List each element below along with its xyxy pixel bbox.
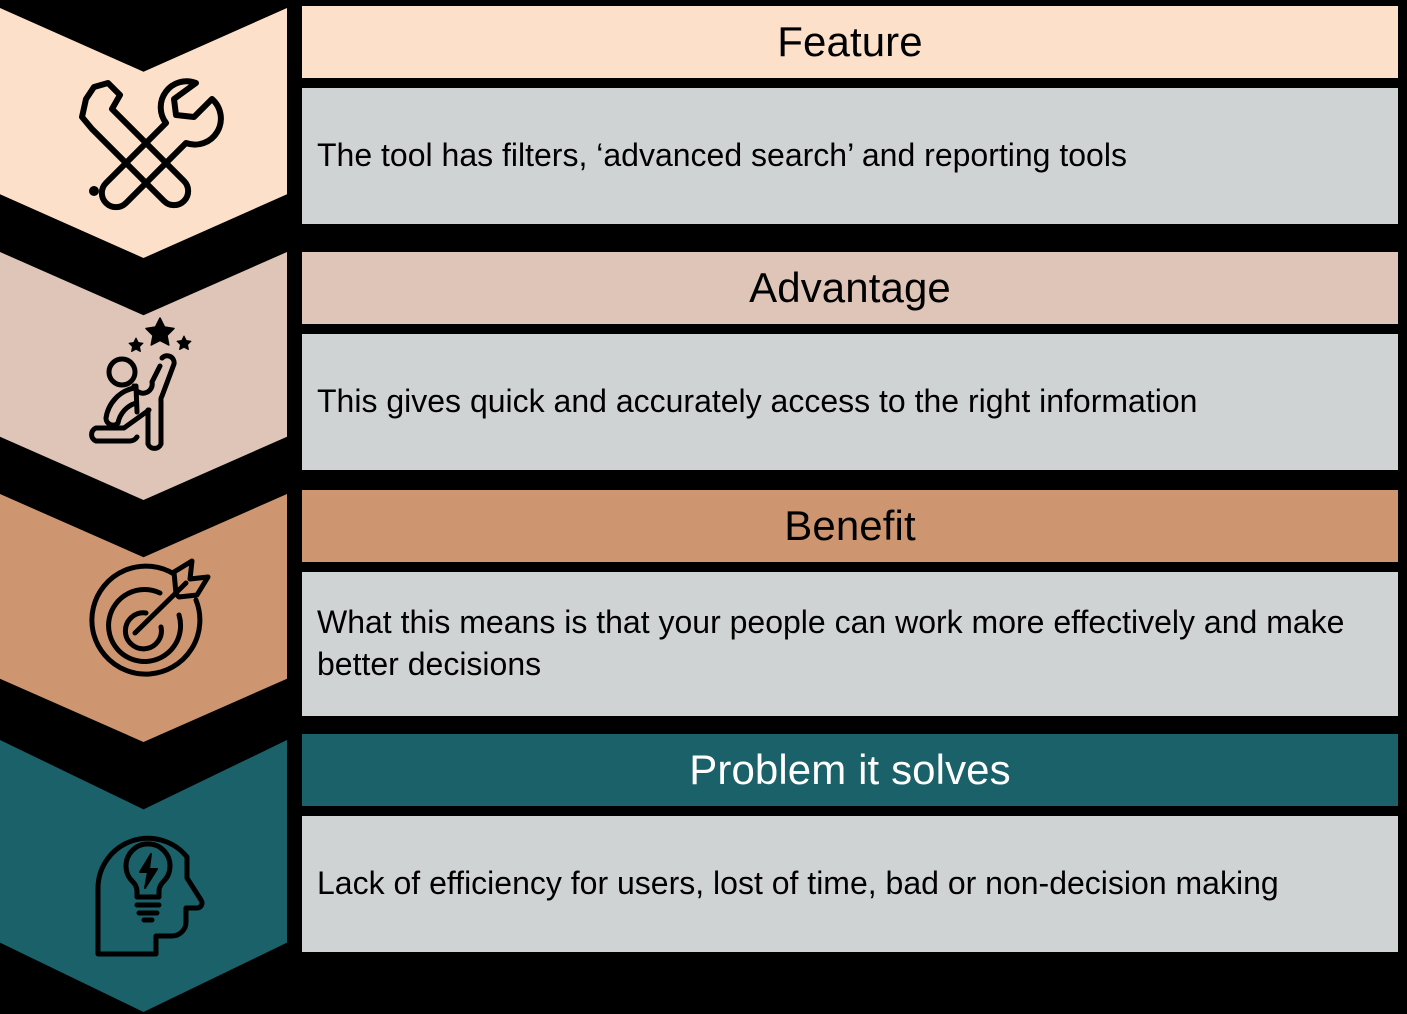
tools-icon	[64, 67, 224, 217]
chevron-benefit[interactable]	[0, 494, 287, 742]
body-benefit: What this means is that your people can …	[300, 570, 1400, 718]
chevron-column	[0, 0, 290, 1014]
header-problem-it-solves[interactable]: Problem it solves	[300, 732, 1400, 808]
target-arrow-icon	[64, 552, 224, 702]
row-advantage: Advantage This gives quick and accuratel…	[300, 250, 1400, 472]
header-advantage[interactable]: Advantage	[300, 250, 1400, 326]
row-benefit: Benefit What this means is that your peo…	[300, 488, 1400, 718]
row-feature: Feature The tool has filters, ‘advanced …	[300, 4, 1400, 226]
panel-column: Feature The tool has filters, ‘advanced …	[300, 0, 1401, 1014]
body-text-advantage: This gives quick and accurately access t…	[317, 383, 1198, 420]
body-text-feature: The tool has filters, ‘advanced search’ …	[317, 137, 1127, 174]
chevron-problem-it-solves[interactable]	[0, 740, 287, 1012]
person-reaching-stars-icon	[64, 310, 224, 460]
header-benefit[interactable]: Benefit	[300, 488, 1400, 564]
chevron-advantage[interactable]	[0, 252, 287, 500]
body-advantage: This gives quick and accurately access t…	[300, 332, 1400, 472]
body-feature: The tool has filters, ‘advanced search’ …	[300, 86, 1400, 226]
body-text-problem-it-solves: Lack of efficiency for users, lost of ti…	[317, 865, 1279, 902]
chevron-feature[interactable]	[0, 8, 287, 258]
head-lightbulb-icon	[64, 810, 224, 960]
body-problem-it-solves: Lack of efficiency for users, lost of ti…	[300, 814, 1400, 954]
header-feature[interactable]: Feature	[300, 4, 1400, 80]
row-problem-it-solves: Problem it solves Lack of efficiency for…	[300, 732, 1400, 954]
body-text-benefit: What this means is that your people can …	[317, 604, 1345, 682]
